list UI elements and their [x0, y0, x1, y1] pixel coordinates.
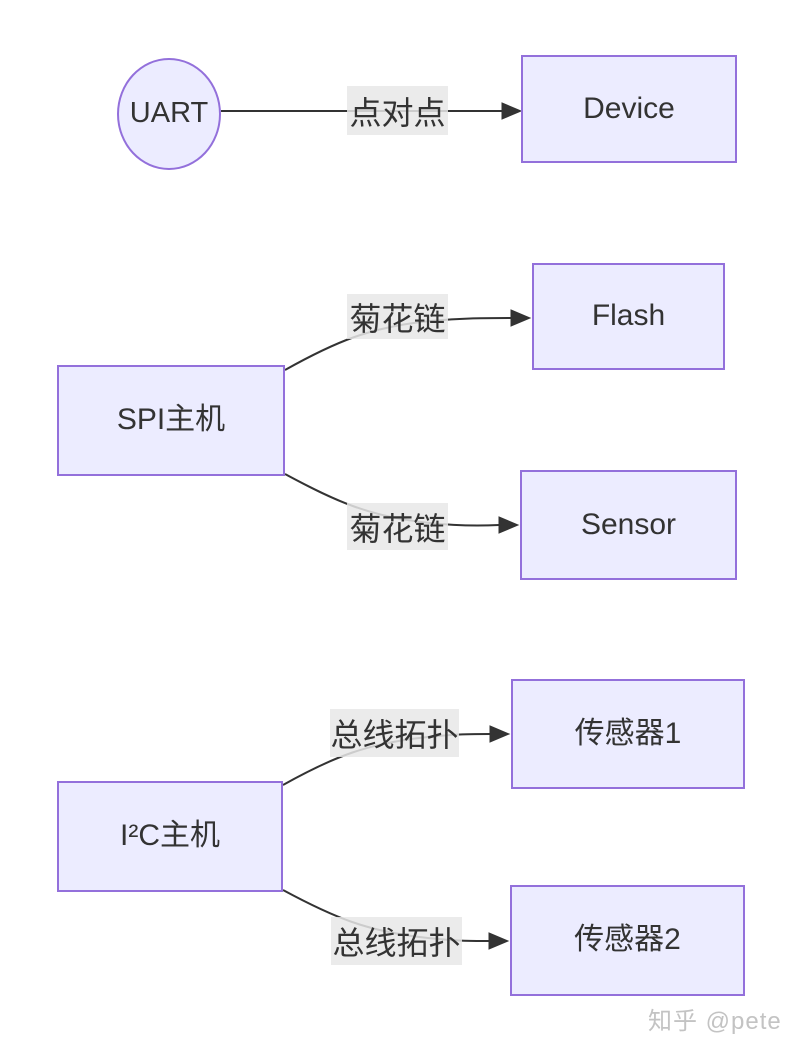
arrowhead-spi-flash [510, 309, 532, 327]
edge-label-daisy-chain-2: 菊花链 [347, 503, 448, 550]
node-flash: Flash [532, 263, 725, 370]
edge-label-bus-topology-2: 总线拓扑 [331, 917, 462, 965]
arrowhead-i2c-sensor1 [489, 725, 511, 743]
arrowhead-uart-device [501, 102, 523, 120]
arrowhead-i2c-sensor2 [488, 932, 510, 950]
node-spi-host: SPI主机 [57, 365, 285, 476]
zhihu-watermark: 知乎 @pete [648, 1008, 782, 1035]
node-i2c-host: I²C主机 [57, 781, 283, 892]
edge-label-daisy-chain-1: 菊花链 [347, 294, 448, 339]
node-sensor-1: 传感器1 [511, 679, 745, 789]
arrowhead-spi-sensor [498, 516, 520, 534]
edge-label-point-to-point: 点对点 [347, 86, 448, 135]
node-uart: UART [117, 58, 221, 170]
edge-label-bus-topology-1: 总线拓扑 [330, 709, 459, 757]
node-sensor-2: 传感器2 [510, 885, 745, 996]
node-device: Device [521, 55, 737, 163]
node-sensor: Sensor [520, 470, 737, 580]
